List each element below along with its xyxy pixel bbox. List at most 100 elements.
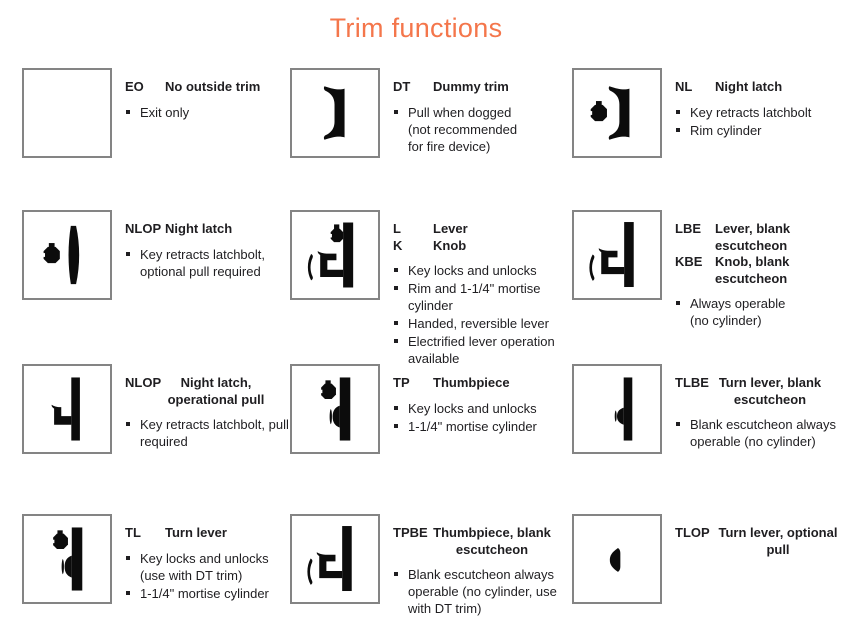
trim-header: NLOP Night latch xyxy=(125,221,290,238)
trim-bullets: Exit only xyxy=(125,104,285,121)
trim-diagram-box xyxy=(290,364,380,454)
lk-lever-with-cylinder-icon xyxy=(307,222,354,288)
trim-name: Turn lever, blank escutcheon xyxy=(718,375,822,407)
trim-bullets: Key locks and unlocks 1-1/4" mortise cyl… xyxy=(393,400,573,435)
trim-diagram-box xyxy=(290,68,380,158)
bullet-item: Key retracts latchbolt, pull required xyxy=(125,416,293,450)
nl-pull-with-cylinder-icon xyxy=(589,86,630,140)
trim-bullets: Always operable (no cylinder) xyxy=(675,295,805,329)
lbe-lever-blank-escutcheon-icon xyxy=(589,222,634,288)
bullet-item: Rim and 1-1/4" mortise cylinder xyxy=(393,280,585,314)
tl-turn-lever-cylinder-icon xyxy=(51,527,83,591)
trim-header: NL Night latch xyxy=(675,79,850,96)
page-title: Trim functions xyxy=(329,13,503,43)
trim-name: Thumbpiece xyxy=(433,375,510,390)
bullet-item: Key retracts latchbolt, optional pull re… xyxy=(125,246,290,280)
bullet-item: Key locks and unlocks (use with DT trim) xyxy=(125,550,290,584)
eo-empty-box-icon xyxy=(24,70,110,156)
trim-diagram-box xyxy=(290,210,380,300)
trim-name: Lever, blank escutcheon xyxy=(715,221,791,253)
tlop-turn-lever-icon xyxy=(609,548,621,572)
dt-pull-handle-icon xyxy=(323,86,345,140)
trim-name: Night latch xyxy=(715,79,783,94)
tlbe-turn-lever-icon xyxy=(614,377,633,441)
trim-name: Lever xyxy=(433,221,468,236)
trim-name: Knob, blank escutcheon xyxy=(715,254,790,286)
trim-code: L xyxy=(393,221,401,236)
trim-header: TL Turn lever xyxy=(125,525,290,542)
bullet-item: 1-1/4" mortise cylinder xyxy=(125,585,290,602)
tpbe-thumbpiece-blank-icon xyxy=(307,526,352,592)
trim-header: TP Thumbpiece xyxy=(393,375,573,392)
bullet-item: Handed, reversible lever xyxy=(393,315,585,332)
trim-diagram-box xyxy=(22,514,112,604)
trim-bullets: Blank escutcheon always operable (no cyl… xyxy=(393,566,571,617)
trim-code: TLOP xyxy=(675,525,710,540)
trim-name: Night latch xyxy=(165,221,233,236)
trim-diagram-box xyxy=(572,68,662,158)
trim-bullets: Blank escutcheon always operable (no cyl… xyxy=(675,416,849,450)
trim-name: Turn lever xyxy=(165,525,227,540)
trim-code: DT xyxy=(393,79,411,94)
bullet-item: Electrified lever operation available xyxy=(393,333,585,367)
trim-cell-tpbe: TPBE Thumbpiece, blank escutcheon Blank … xyxy=(290,514,571,617)
trim-code: EO xyxy=(125,79,144,94)
trim-header: EO No outside trim xyxy=(125,79,285,96)
trim-cell-tl: TL Turn lever Key locks and unlocks (use… xyxy=(22,514,290,604)
bullet-item: Key locks and unlocks xyxy=(393,400,573,417)
trim-cell-eo: EO No outside trim Exit only xyxy=(22,68,285,158)
trim-bullets: Key locks and unlocks (use with DT trim)… xyxy=(125,550,290,602)
trim-diagram-box xyxy=(572,364,662,454)
trim-header: NLOP Night latch, operational pull xyxy=(125,375,293,408)
trim-name: Night latch, operational pull xyxy=(167,375,265,407)
trim-header: LBE Lever, blank escutcheon xyxy=(675,221,805,254)
bullet-item: Pull when dogged (not recommended for fi… xyxy=(393,104,525,155)
trim-bullets: Key retracts latchbolt, pull required xyxy=(125,416,293,450)
trim-diagram-box xyxy=(572,514,662,604)
trim-header: TPBE Thumbpiece, blank escutcheon xyxy=(393,525,571,558)
trim-cell-lbe-kbe: LBE Lever, blank escutcheon KBE Knob, bl… xyxy=(572,210,805,329)
trim-bullets: Pull when dogged (not recommended for fi… xyxy=(393,104,525,155)
trim-cell-nl: NL Night latch Key retracts latchbolt Ri… xyxy=(572,68,850,158)
trim-diagram-box xyxy=(290,514,380,604)
trim-diagram-box xyxy=(572,210,662,300)
trim-bullets: Key retracts latchbolt Rim cylinder xyxy=(675,104,850,139)
trim-header: L Lever xyxy=(393,221,585,238)
trim-bullets: Key retracts latchbolt, optional pull re… xyxy=(125,246,290,280)
trim-cell-tlop: TLOP Turn lever, optional pull xyxy=(572,514,850,604)
trim-name: Thumbpiece, blank escutcheon xyxy=(433,525,551,557)
trim-bullets: Key locks and unlocks Rim and 1-1/4" mor… xyxy=(393,262,585,367)
trim-name: Dummy trim xyxy=(433,79,509,94)
bullet-item: Always operable (no cylinder) xyxy=(675,295,805,329)
trim-cell-l-k: L Lever K Knob Key locks and unlocks Rim… xyxy=(290,210,585,367)
bullet-item: 1-1/4" mortise cylinder xyxy=(393,418,573,435)
trim-header: TLOP Turn lever, optional pull xyxy=(675,525,850,558)
trim-cell-tlbe: TLBE Turn lever, blank escutcheon Blank … xyxy=(572,364,849,454)
trim-cell-tp: TP Thumbpiece Key locks and unlocks 1-1/… xyxy=(290,364,573,454)
trim-header: KBE Knob, blank escutcheon xyxy=(675,254,805,287)
trim-header: K Knob xyxy=(393,238,585,255)
trim-code: TLBE xyxy=(675,375,709,390)
trim-name: Knob xyxy=(433,237,467,253)
trim-header: DT Dummy trim xyxy=(393,79,525,96)
trim-diagram-box xyxy=(22,364,112,454)
bullet-item: Key locks and unlocks xyxy=(393,262,585,279)
trim-code: TP xyxy=(393,375,410,390)
trim-code: LBE xyxy=(675,221,701,236)
bullet-item: Blank escutcheon always operable (no cyl… xyxy=(675,416,849,450)
trim-name: Turn lever, optional pull xyxy=(718,525,838,557)
trim-code: TL xyxy=(125,525,141,540)
bullet-item: Blank escutcheon always operable (no cyl… xyxy=(393,566,571,617)
bullet-item: Key retracts latchbolt xyxy=(675,104,850,121)
tp-thumbpiece-cylinder-icon xyxy=(319,377,351,441)
trim-code: NL xyxy=(675,79,693,94)
trim-cell-nlop-op: NLOP Night latch, operational pull Key r… xyxy=(22,364,293,454)
nlop-operational-pull-icon xyxy=(51,377,80,441)
trim-cell-dt: DT Dummy trim Pull when dogged (not reco… xyxy=(290,68,525,158)
trim-diagram-box xyxy=(22,68,112,158)
trim-code: NLOP xyxy=(125,375,162,390)
trim-name: No outside trim xyxy=(165,79,261,94)
trim-diagram-box xyxy=(22,210,112,300)
trim-code: TPBE xyxy=(393,525,428,540)
trim-code: NLOP xyxy=(125,221,162,236)
